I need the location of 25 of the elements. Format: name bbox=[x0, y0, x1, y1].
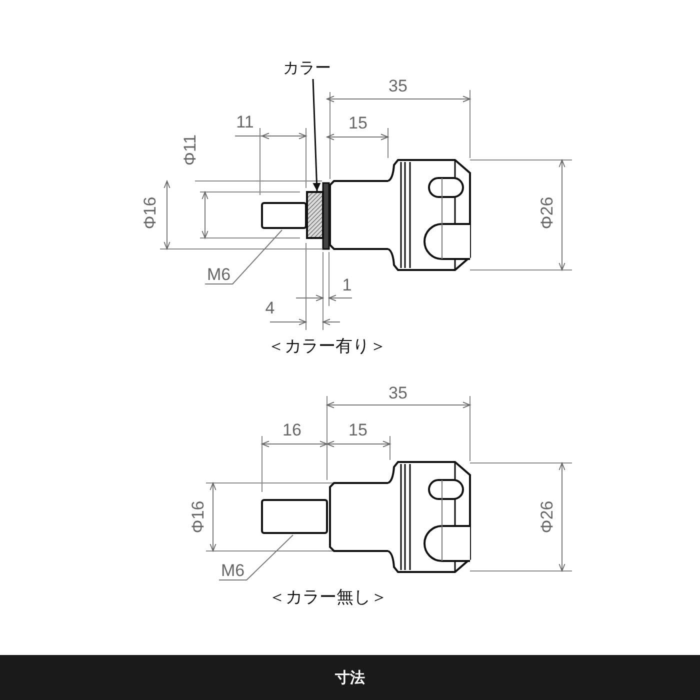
leader-line bbox=[204, 230, 282, 284]
collar bbox=[306, 191, 324, 239]
dimension-text: Φ26 bbox=[538, 500, 556, 534]
dimension-text: 11 bbox=[236, 114, 254, 130]
threaded-shaft bbox=[261, 202, 307, 229]
thread-label: M6 bbox=[221, 562, 245, 579]
dimension-text: 1 bbox=[342, 276, 352, 294]
caption-text: 寸法 bbox=[335, 668, 365, 687]
dimension-text: Φ16 bbox=[142, 196, 158, 230]
dimension-text: Φ26 bbox=[538, 196, 556, 230]
dimension-text: 35 bbox=[388, 78, 408, 94]
threaded-shaft bbox=[261, 499, 328, 534]
dimension-text: 16 bbox=[282, 422, 302, 438]
leader-line bbox=[312, 78, 321, 192]
dimension-text: 15 bbox=[348, 114, 368, 132]
dimension-text: 15 bbox=[348, 422, 368, 438]
dimension-text: 35 bbox=[388, 384, 408, 402]
dimension-text: Φ11 bbox=[182, 134, 198, 166]
leader-line bbox=[218, 534, 294, 580]
dimension-text: 4 bbox=[265, 300, 275, 316]
part-label: カラー bbox=[283, 60, 331, 76]
thread-label: M6 bbox=[207, 266, 231, 283]
dimension-text: Φ16 bbox=[190, 500, 206, 534]
view-caption: ＜カラー無し＞ bbox=[268, 590, 388, 606]
view-caption: ＜カラー有り＞ bbox=[268, 338, 386, 356]
